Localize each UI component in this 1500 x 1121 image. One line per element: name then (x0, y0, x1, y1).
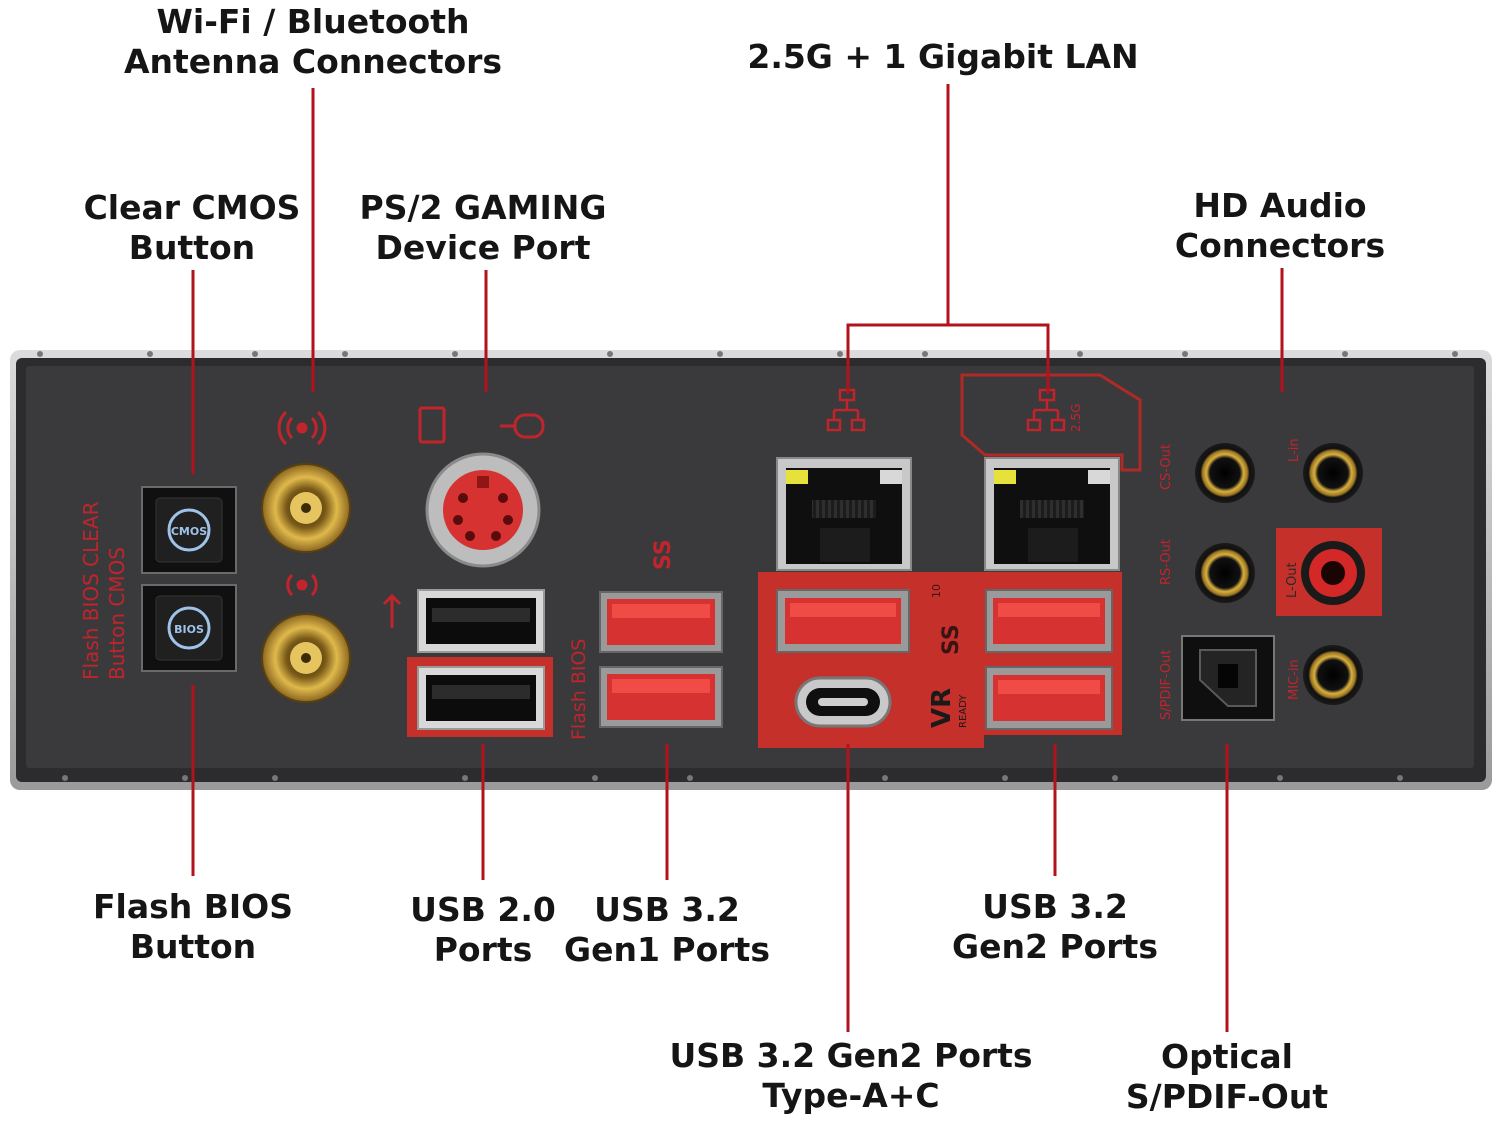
mouse-icon (500, 413, 545, 439)
lan-led-yellow (994, 470, 1016, 484)
silkscreen-labels: Flash BIOS CLEAR Button CMOS Flash BIOS … (79, 404, 1302, 740)
callout-line: Connectors (1174, 226, 1386, 265)
usb32-gen2-type-c-port[interactable] (794, 676, 892, 728)
bios-refresh-icon (167, 606, 211, 650)
callout-line: USB 3.2 (594, 890, 740, 929)
cmos-button-label: CMOS (171, 525, 207, 538)
usb20-port-1[interactable] (417, 589, 545, 653)
bios-button-label: BIOS (174, 623, 204, 636)
leader-lan-bracket (846, 323, 1050, 394)
callout-line: PS/2 GAMING (359, 188, 607, 227)
lan-led-white (880, 470, 902, 484)
callout-line: USB 3.2 Gen2 Ports (669, 1036, 1033, 1075)
callout-line: Button (128, 228, 256, 267)
lan-port-1g[interactable] (776, 457, 912, 571)
callout-hd-audio-connectors: HD Audio Connectors (1175, 186, 1385, 266)
bluetooth-antenna-icon (286, 573, 318, 597)
optical-spdif-port[interactable] (1181, 635, 1275, 721)
vr-ready-logo: VR (927, 688, 957, 728)
lan-led-white (1088, 470, 1110, 484)
audio-jack-line-in[interactable] (1303, 443, 1363, 503)
leader-lines (191, 84, 1284, 1032)
callout-usb32-gen2-type-a-c: USB 3.2 Gen2 Ports Type-A+C (669, 1036, 1032, 1116)
audio-line-in-text: L-in (1287, 438, 1302, 462)
flash-bios-clear-cmos-text: Flash BIOS CLEAR (79, 501, 103, 680)
ss-logo-gen1: SS (651, 539, 676, 570)
usb32-gen1-port-1[interactable] (599, 591, 723, 653)
audio-jack-mic-in[interactable] (1303, 645, 1363, 705)
callout-wifi-bluetooth-antenna: Wi-Fi / Bluetooth Antenna Connectors (124, 2, 502, 82)
callout-line: Optical (1161, 1037, 1293, 1076)
callout-optical-spdif-out: Optical S/PDIF-Out (1126, 1037, 1328, 1117)
usb32-gen2-type-a-port[interactable] (776, 589, 910, 653)
lan-port-2-5g[interactable] (984, 457, 1120, 571)
flash-bios-button[interactable]: BIOS (141, 584, 237, 672)
callout-line: Antenna Connectors (123, 42, 503, 81)
callout-line: HD Audio (1193, 186, 1367, 225)
callout-line: Type-A+C (762, 1076, 940, 1115)
callout-line: Ports (433, 930, 533, 969)
button-cmos-text: Button CMOS (105, 547, 129, 680)
ss-logo-gen2: SS (939, 624, 964, 655)
ps2-gaming-port[interactable] (425, 452, 541, 568)
audio-line-out-text: L-Out (1285, 562, 1300, 598)
usb32-gen1-port-2[interactable] (599, 666, 723, 728)
callout-line: Gen2 Ports (952, 927, 1158, 966)
bios-button-cap[interactable] (155, 595, 223, 661)
wifi-antenna-connector-1[interactable] (261, 463, 351, 553)
callout-usb32-gen1-ports: USB 3.2 Gen1 Ports (564, 890, 770, 970)
keyboard-icon (418, 406, 446, 444)
ss-gen2-superscript: 10 (930, 584, 943, 598)
callout-clear-cmos-button: Clear CMOS Button (84, 188, 301, 268)
callout-line: Wi-Fi / Bluetooth (156, 2, 470, 41)
usb-trident-icon (382, 593, 402, 628)
lan-led-yellow (786, 470, 808, 484)
audio-spdif-out-text: S/PDIF-Out (1159, 650, 1174, 720)
audio-jack-cs-out[interactable] (1195, 443, 1255, 503)
lan-speed-text: 2.5G (1069, 404, 1083, 432)
lan-outline (960, 373, 1142, 472)
usb20-port-2[interactable] (417, 666, 545, 730)
audio-mic-in-text: MIC-in (1287, 659, 1302, 700)
callout-line: USB 3.2 (982, 887, 1128, 926)
clear-cmos-button[interactable]: CMOS (141, 486, 237, 574)
cmos-refresh-icon (167, 508, 211, 552)
callout-flash-bios-button: Flash BIOS Button (93, 887, 293, 967)
callout-line: Flash BIOS (93, 887, 293, 926)
callout-line: 2.5G + 1 Gigabit LAN (747, 37, 1139, 76)
flash-bios-port-text: Flash BIOS (568, 639, 590, 741)
rim-rivets (37, 351, 1458, 781)
callout-ps2-gaming-port: PS/2 GAMING Device Port (360, 188, 607, 268)
audio-jack-line-out[interactable] (1301, 541, 1365, 605)
audio-jack-rs-out[interactable] (1195, 543, 1255, 603)
cmos-button-cap[interactable] (155, 497, 223, 563)
audio-rs-out-text: RS-Out (1159, 539, 1174, 585)
callout-lan: 2.5G + 1 Gigabit LAN (747, 37, 1138, 77)
callout-usb32-gen2-ports: USB 3.2 Gen2 Ports (952, 887, 1158, 967)
callout-line: USB 2.0 (410, 890, 556, 929)
callout-line: Gen1 Ports (564, 930, 770, 969)
wifi-antenna-icon (277, 410, 327, 446)
vr-ready-sub: READY (958, 694, 969, 728)
callout-line: Clear CMOS (83, 188, 301, 227)
callout-usb20-ports: USB 2.0 Ports (410, 890, 556, 970)
callout-line: Device Port (375, 228, 591, 267)
wifi-antenna-connector-2[interactable] (261, 613, 351, 703)
callout-line: S/PDIF-Out (1125, 1077, 1329, 1116)
usb32-gen2-port-2[interactable] (985, 666, 1113, 730)
callout-line: Button (129, 927, 257, 966)
audio-cs-out-text: CS-Out (1159, 444, 1174, 490)
usb32-gen2-port-1[interactable] (985, 589, 1113, 653)
